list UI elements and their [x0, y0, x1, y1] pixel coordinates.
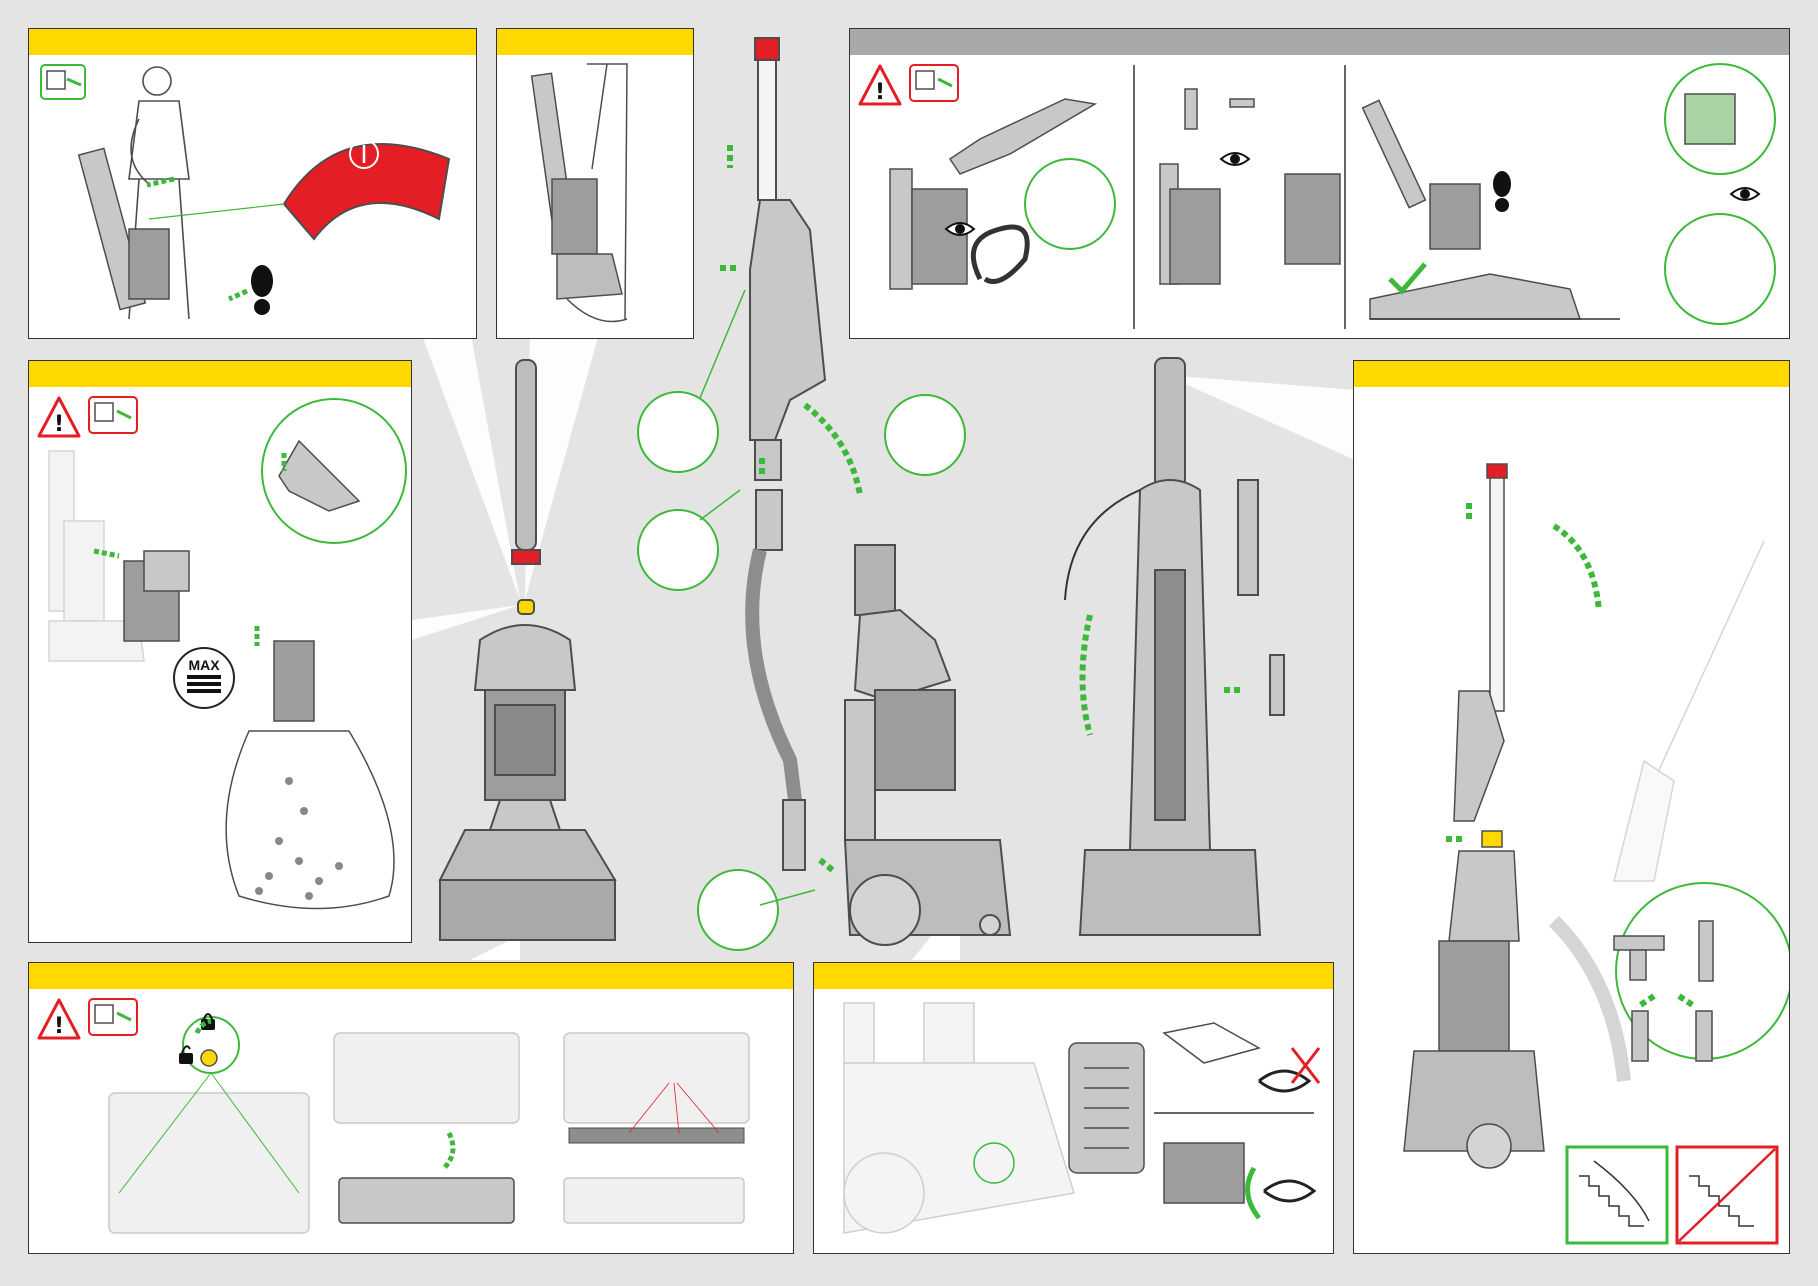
panel-empty-bin: ! MAX — [28, 360, 412, 943]
unlock-icon — [179, 1045, 193, 1064]
unplug-socket-icon — [88, 998, 138, 1036]
footprint-icon — [251, 265, 273, 315]
svg-text:!: ! — [54, 412, 64, 437]
warning-triangle-icon: ! — [37, 998, 81, 1040]
max-level-badge: MAX — [173, 647, 235, 709]
panel-header — [29, 361, 411, 387]
unplug-socket-icon — [88, 396, 138, 434]
panel-blockage-check: ! — [849, 28, 1790, 339]
stairs-allowed-icon — [1565, 1145, 1669, 1245]
power-icon — [282, 139, 451, 241]
svg-text:!: ! — [54, 1014, 64, 1039]
unplug-socket-icon — [40, 64, 86, 100]
panel-header — [497, 29, 693, 55]
eye-icon — [944, 222, 976, 236]
max-label: MAX — [188, 657, 220, 673]
svg-text:!: ! — [875, 80, 885, 105]
panel-filter — [813, 962, 1334, 1254]
cross-icon — [1290, 1047, 1321, 1084]
eye-icon — [1219, 152, 1251, 166]
unplug-socket-icon — [909, 64, 959, 102]
panel-header — [29, 963, 793, 989]
panel-brush-bar: ! — [28, 962, 794, 1254]
upright-vacuum-rear — [1064, 357, 1285, 936]
panel-header — [850, 29, 1789, 55]
panel-header — [814, 963, 1333, 989]
footprint-icon — [1493, 171, 1511, 212]
checkmark-icon — [1388, 262, 1427, 295]
panel-power-off — [28, 28, 477, 339]
vacuum-tilted — [77, 147, 170, 311]
warning-triangle-icon: ! — [858, 64, 902, 106]
warning-triangle-icon: ! — [37, 396, 81, 438]
panel-header — [29, 29, 476, 55]
callout-circles — [637, 391, 966, 951]
vacuum-carried — [530, 72, 623, 300]
upright-vacuum-side — [843, 544, 1012, 946]
panel-header — [1354, 361, 1789, 387]
upright-vacuum-front — [438, 359, 617, 941]
eye-icon — [1729, 187, 1761, 201]
green-arrows — [720, 145, 1240, 875]
lock-icon — [201, 1013, 215, 1030]
wand-and-hose — [745, 37, 827, 871]
panel-wand-release — [1353, 360, 1790, 1254]
panel-carry — [496, 28, 694, 339]
stairs-prohibited-icon — [1675, 1145, 1779, 1245]
